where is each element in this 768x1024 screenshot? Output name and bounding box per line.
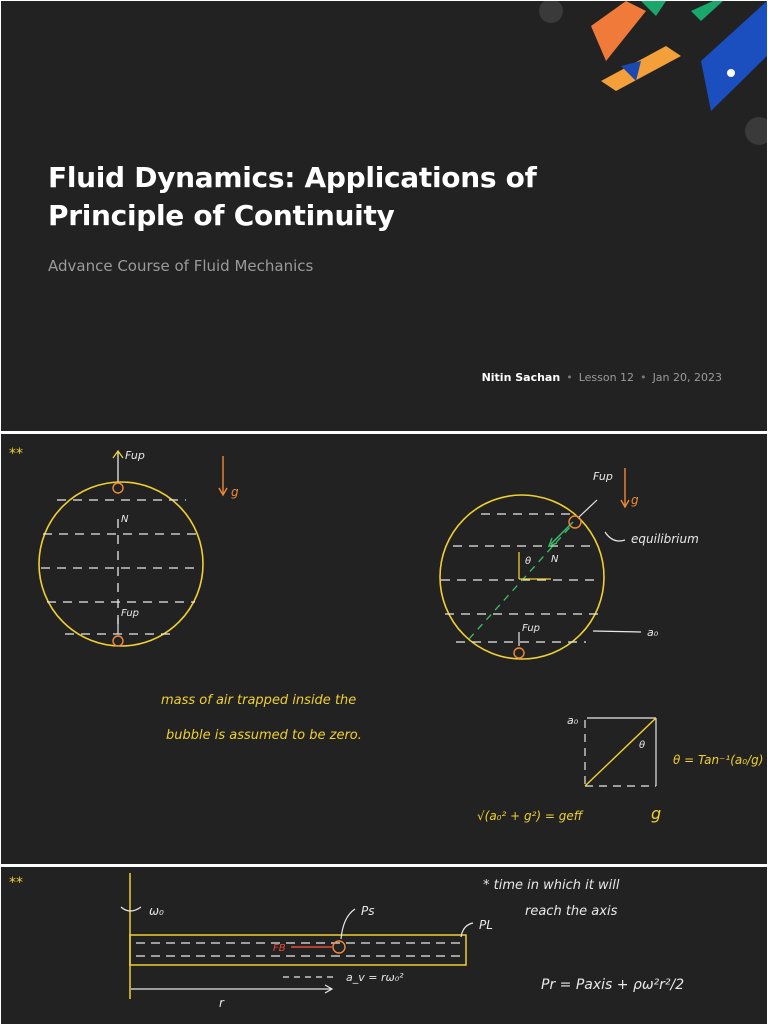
container-circle xyxy=(439,494,605,660)
bubble-top xyxy=(112,482,124,494)
normal-arrow xyxy=(550,521,574,545)
separator-dot: • xyxy=(640,371,647,384)
rotating-tube-diagram: ** ω₀ FB Ps PL a_v = rω₀² r * time in wh… xyxy=(9,873,684,1010)
label-omega: ω₀ xyxy=(149,904,164,918)
author-name: Nitin Sachan xyxy=(481,371,561,384)
note-line: mass of air trapped inside the xyxy=(161,693,356,708)
course-subtitle: Advance Course of Fluid Mechanics xyxy=(48,257,314,275)
label-fb: FB xyxy=(273,943,286,954)
pressure-formula: Pr = Paxis + ρω²r²/2 xyxy=(541,977,684,993)
star-marker: ** xyxy=(9,446,23,462)
bubble-bottom xyxy=(513,647,525,659)
label-fup: Fup xyxy=(125,449,145,462)
deco-circle xyxy=(539,1,563,23)
accelerating-container-diagram: Fup g equilibrium θ N Fup a₀ xyxy=(439,468,699,660)
label-a0: a₀ xyxy=(647,626,659,639)
label-fup: Fup xyxy=(522,623,540,634)
label-accel: a_v = rω₀² xyxy=(346,971,404,984)
deco-circle xyxy=(745,117,767,145)
fountain-pen-icon xyxy=(701,1,767,111)
static-container-diagram: Fup N Fup g xyxy=(38,449,239,647)
star-marker: ** xyxy=(9,875,23,891)
separator-dot: • xyxy=(566,371,573,384)
lesson-meta: Nitin Sachan • Lesson 12 • Jan 20, 2023 xyxy=(482,371,722,384)
fluid-layers xyxy=(441,513,601,643)
leaf-icon xyxy=(641,1,666,16)
deco-dot xyxy=(727,69,735,77)
notes-slide-bubble: ** Fup N Fup g xyxy=(1,434,767,864)
label-pl: PL xyxy=(479,918,493,932)
label-a0: a₀ xyxy=(567,714,579,727)
acceleration-triangle: a₀ θ g θ = Tan⁻¹(a₀/g) √(a₀² + g²) = gef… xyxy=(477,714,763,823)
note-line: bubble is assumed to be zero. xyxy=(166,728,362,743)
label-theta: θ xyxy=(639,740,645,751)
label-g: g xyxy=(631,493,639,507)
label-ps: Ps xyxy=(361,904,375,918)
lesson-date: Jan 20, 2023 xyxy=(652,371,722,384)
label-g: g xyxy=(231,485,239,499)
label-fup: Fup xyxy=(593,470,613,483)
rotation-arrow xyxy=(120,906,142,912)
label-theta: θ xyxy=(525,556,531,567)
label-fup: Fup xyxy=(121,608,139,619)
bubble-top xyxy=(568,515,582,529)
note-line: * time in which it will xyxy=(483,878,620,893)
fup-arrow xyxy=(578,499,598,518)
cover-decoration xyxy=(539,1,767,145)
label-n: N xyxy=(551,554,559,565)
pen-icon xyxy=(601,46,681,91)
label-g: g xyxy=(651,804,661,823)
acceleration-arrow xyxy=(592,630,642,633)
container-circle xyxy=(38,481,204,647)
pencil-icon xyxy=(591,1,646,61)
label-equilibrium: equilibrium xyxy=(631,532,699,546)
fluid-layers xyxy=(136,942,461,957)
fluid-layers xyxy=(41,499,201,635)
lesson-title: Fluid Dynamics: Applications of Principl… xyxy=(48,161,537,232)
theta-formula: θ = Tan⁻¹(a₀/g) xyxy=(673,753,763,767)
tube xyxy=(129,934,467,966)
leaf-icon xyxy=(691,1,723,21)
geff-formula: √(a₀² + g²) = geff xyxy=(477,809,584,823)
lesson-number: Lesson 12 xyxy=(578,371,635,384)
bubble-diagram: ** Fup N Fup g xyxy=(9,446,763,823)
label-n: N xyxy=(121,514,129,525)
cover-slide: Fluid Dynamics: Applications of Principl… xyxy=(1,1,767,431)
pen-tip-icon xyxy=(621,61,641,81)
note-line: reach the axis xyxy=(525,904,618,919)
notes-slide-rotation: ** ω₀ FB Ps PL a_v = rω₀² r * time in wh… xyxy=(1,867,767,1024)
label-r: r xyxy=(219,996,225,1010)
bubble-bottom xyxy=(112,635,124,647)
